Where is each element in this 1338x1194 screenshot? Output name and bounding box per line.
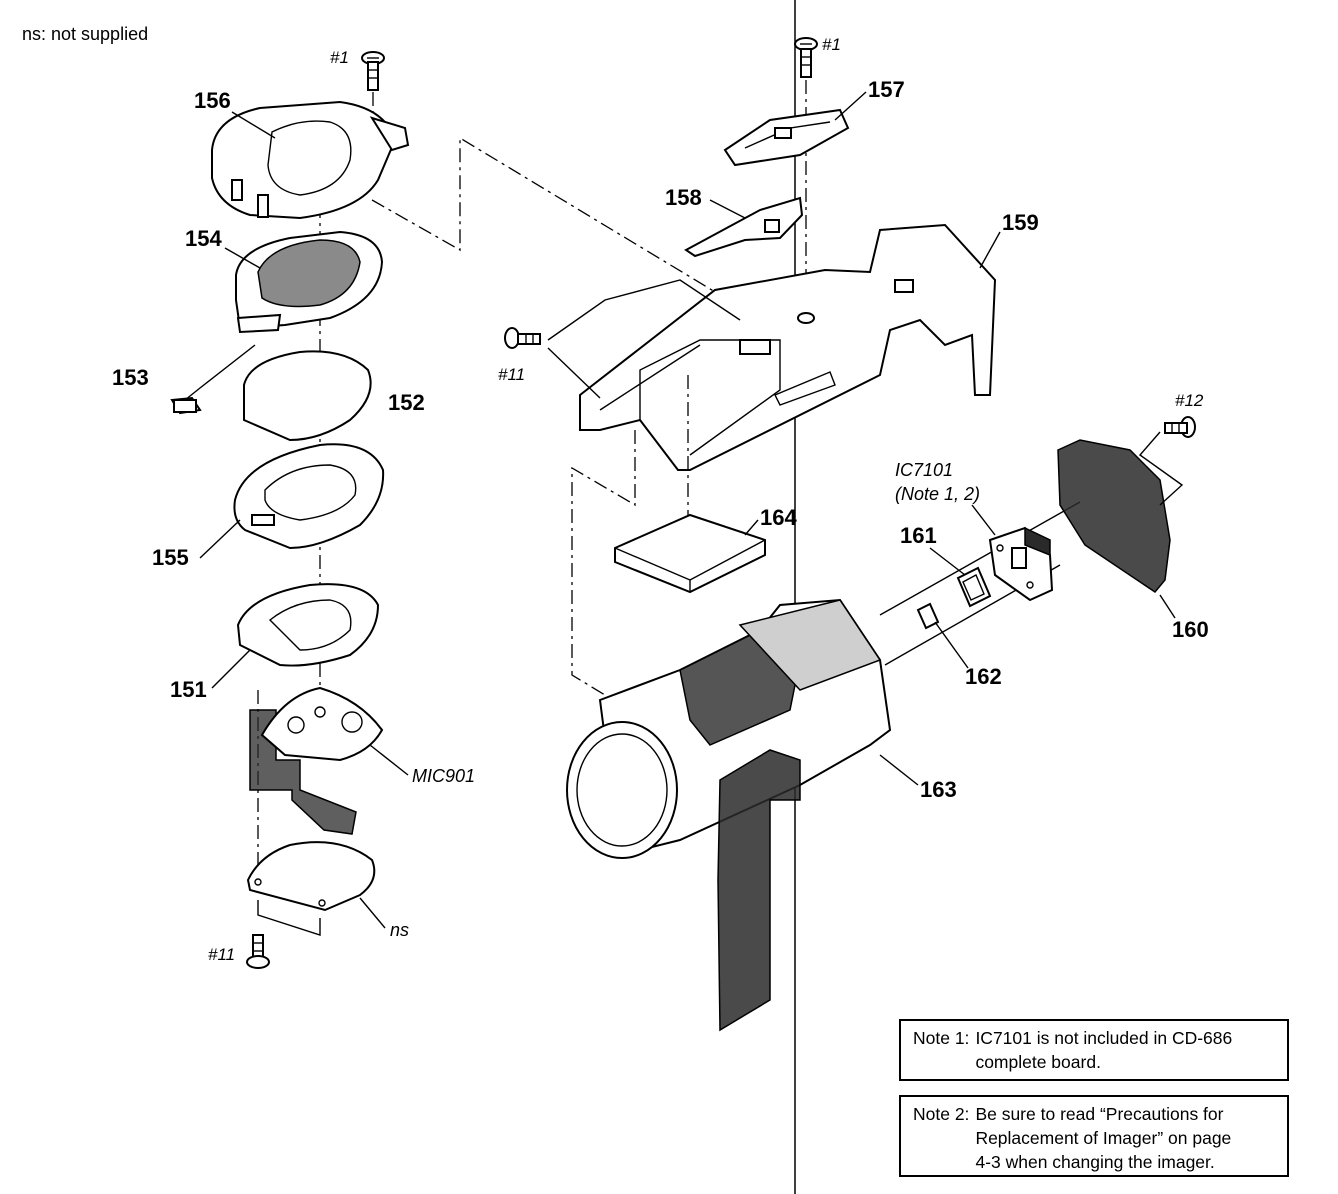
mic901-label: MIC901 [412,766,475,786]
note-1-text: IC7101 is not included in CD-686 complet… [975,1028,1233,1072]
screw-1-right-label: #1 [822,35,841,54]
part-159-label: 159 [1002,210,1039,235]
part-ic7101-imager [988,526,1054,602]
screw-1-left-label: #1 [330,48,349,67]
part-156-cover [211,100,410,220]
part-151-holder [236,583,380,667]
part-160-sheet [1057,439,1171,593]
part-162-filter [916,602,940,630]
screw-12-label: #12 [1175,391,1204,410]
part-162-label: 162 [965,664,1002,689]
screw-11-left-label: #11 [498,365,525,384]
note-2-key: Note 2: [913,1104,970,1124]
ns-label: ns [390,920,409,940]
screw-11-bottom-label: #11 [208,945,235,964]
screw-1-left [361,51,385,118]
part-152-label: 152 [388,390,425,415]
part-158-label: 158 [665,185,702,210]
part-154-label: 154 [185,226,222,251]
part-152-cushion [243,350,372,442]
screw-1-right [794,37,818,78]
ic7101-note-label: (Note 1, 2) [895,484,980,504]
note-1-box: Note 1: IC7101 is not included in CD-686… [899,1019,1289,1081]
part-161-filter [956,566,992,608]
part-157-label: 157 [868,77,905,102]
part-155-label: 155 [152,545,189,570]
part-158-lever [684,196,804,258]
part-151-label: 151 [170,677,207,702]
part-153-label: 153 [112,365,149,390]
screw-11-left [504,327,541,349]
part-154-grille [235,230,384,334]
part-mic901 [249,686,384,835]
part-156-label: 156 [194,88,231,113]
ic7101-label: IC7101 [895,460,953,480]
part-153-pad [170,396,202,415]
ns-legend: ns: not supplied [22,24,148,44]
part-157-plate [723,108,850,167]
part-155-bracket [233,443,385,550]
part-164-sheet [614,513,766,594]
note-2-text: Be sure to read “Precautions for Replace… [975,1104,1232,1172]
screw-11-bottom [246,934,270,969]
part-ns-plate [246,841,376,912]
part-163-lens [566,598,892,1032]
part-161-label: 161 [900,523,937,548]
part-160-label: 160 [1172,617,1209,642]
part-163-label: 163 [920,777,957,802]
note-2-box: Note 2: Be sure to read “Precautions for… [899,1095,1289,1177]
part-164-label: 164 [760,505,797,530]
screw-12 [1164,416,1196,438]
note-1-key: Note 1: [913,1028,970,1048]
part-159-frame [579,223,997,471]
